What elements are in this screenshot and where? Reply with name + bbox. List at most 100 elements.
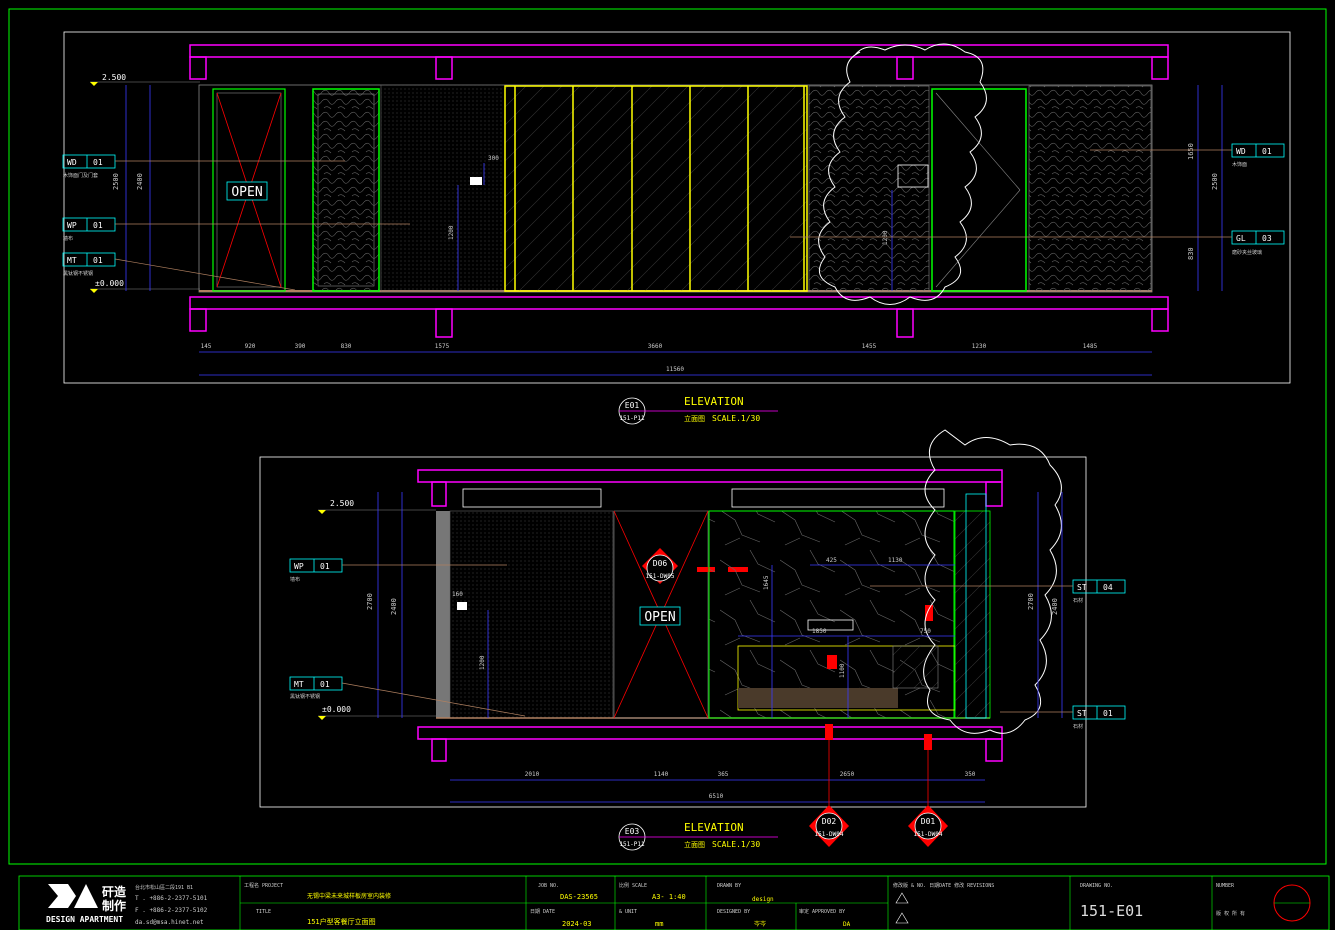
svg-text:墙布: 墙布 (290, 576, 300, 583)
e01-door-open (212, 88, 286, 292)
e01-dim-0: 145 (201, 343, 212, 350)
e03-detail-tag-d01: D01 151-DW04 (908, 734, 948, 847)
elevation-e01: OPEN 2.500 ±0.000 2500 2400 (62, 31, 1291, 425)
e01-callout-mt01: MT 01 黑钛钢不锈钢 (62, 252, 296, 291)
e03-door-open (613, 510, 709, 719)
svg-text:151-DW05: 151-DW05 (646, 573, 675, 580)
svg-text:01: 01 (93, 158, 103, 167)
e01-tag-id: E01 (625, 401, 640, 410)
e01-left-dim-0: 2500 (112, 173, 120, 190)
e03-subtitle: 立面图 (684, 840, 705, 849)
tb-unit-value: mm (655, 920, 663, 928)
tb-project-label: 工程名 PROJECT (244, 882, 283, 889)
svg-text:MT: MT (67, 256, 77, 265)
tb-unit-label: & UNIT (619, 909, 637, 915)
tb-scale-value: A3- 1:40 (652, 893, 686, 901)
svg-text:磨砂夹丝玻璃: 磨砂夹丝玻璃 (1232, 249, 1262, 256)
svg-text:WD: WD (1236, 147, 1246, 156)
tb-title-label: TITLE (256, 909, 271, 915)
e03-dim-3: 2650 (840, 771, 855, 778)
e03-detail-tag-d02: D02 151-DW04 (809, 724, 849, 847)
e01-dim-8: 1485 (1083, 343, 1098, 350)
tb-scale-label: 比例 SCALE (619, 882, 647, 889)
e03-callout-wp01: WP 01 墙布 (289, 558, 507, 583)
tb-job-label: JOB NO. (538, 883, 559, 889)
sheet-frame (8, 8, 1327, 865)
svg-text:墙布: 墙布 (63, 235, 73, 242)
svg-text:D02: D02 (822, 817, 837, 826)
e01-scale: SCALE.1/30 (712, 414, 760, 423)
svg-text:DESIGN APARTMENT: DESIGN APARTMENT (46, 915, 123, 924)
e03-note-4: 1850 (812, 628, 827, 635)
svg-text:01: 01 (93, 256, 103, 265)
tb-tel: T . +886-2-2377-5101 (135, 895, 208, 902)
e03-revision-cloud (923, 429, 1062, 734)
svg-text:黑钛钢不锈钢: 黑钛钢不锈钢 (63, 270, 93, 277)
e03-note-1: 1200 (479, 655, 486, 670)
tb-job-value: DAS-23565 (560, 893, 598, 901)
e03-note-2: 425 (826, 557, 837, 564)
svg-text:ST: ST (1077, 709, 1087, 718)
e03-level-top: 2.500 (330, 499, 354, 508)
e01-dim-4: 1575 (435, 343, 450, 350)
e01-title-tag: E01 151-P11 ELEVATION 立面图 SCALE.1/30 (618, 395, 778, 425)
e03-dim-4: 350 (965, 771, 976, 778)
e01-glass-doors (504, 85, 808, 292)
svg-text:01: 01 (1103, 709, 1113, 718)
e03-dim-2: 365 (718, 771, 729, 778)
e03-right-dim-0: 2700 (1027, 593, 1035, 610)
tb-number-label: NUMBER (1216, 883, 1235, 889)
e01-callout-wd01-right: WD 01 木饰面 (1090, 143, 1285, 168)
tb-drawing-no-label: DRAWING NO. (1080, 883, 1113, 889)
tb-title-value: 151户型客餐厅立面图 (307, 917, 376, 926)
e03-right-dim-1: 2400 (1051, 598, 1059, 615)
tb-drawing-no-value: 151-E01 (1080, 902, 1143, 920)
title-block: 矸造 制作 DESIGN APARTMENT 台北市松山區二段191 B1 T … (18, 875, 1330, 930)
svg-text:04: 04 (1103, 583, 1113, 592)
e01-dim-5: 3660 (648, 343, 663, 350)
e01-note-1: 1200 (448, 225, 455, 240)
e01-dim-6: 1455 (862, 343, 877, 350)
e01-level-top: 2.500 (102, 73, 126, 82)
e01-level-floor: ±0.000 (95, 279, 124, 288)
e03-note-7: 1100 (839, 663, 846, 678)
e01-dim-total: 11560 (666, 366, 684, 373)
tb-drawn-label: DRAWN BY (717, 883, 741, 889)
svg-text:D01: D01 (921, 817, 936, 826)
e01-dim-3: 830 (341, 343, 352, 350)
e01-dim-7: 1230 (972, 343, 987, 350)
e01-dim-2: 390 (295, 343, 306, 350)
tb-number-note: 版 权 所 有 (1216, 910, 1245, 917)
e03-note-3: 1130 (888, 557, 903, 564)
e03-open-label: OPEN (644, 610, 675, 625)
e01-callout-gl03: GL 03 磨砂夹丝玻璃 (790, 230, 1285, 256)
svg-text:ST: ST (1077, 583, 1087, 592)
e03-level-floor: ±0.000 (322, 705, 351, 714)
e01-open-label: OPEN (231, 185, 262, 200)
svg-text:石材: 石材 (1073, 597, 1083, 604)
e01-left-dim-1: 2400 (136, 173, 144, 190)
e03-callout-mt01: MT 01 黑钛钢不锈钢 (289, 676, 526, 717)
e01-callout-wd01-left: WD 01 木饰面门及门套 (62, 154, 345, 179)
tb-approved-value: DA (843, 921, 851, 928)
e03-dim-total: 6510 (709, 793, 724, 800)
e01-right-dim-0: 1650 (1187, 143, 1195, 160)
e01-viewport-frame (63, 31, 1291, 384)
e01-note-0: 300 (488, 155, 499, 162)
e01-title: ELEVATION (684, 395, 744, 408)
svg-text:MT: MT (294, 680, 304, 689)
e03-note-0: 160 (452, 591, 463, 598)
e03-dim-0: 2010 (525, 771, 540, 778)
da-logo: 矸造 制作 DESIGN APARTMENT (46, 884, 127, 924)
e01-revision-cloud (818, 43, 987, 305)
e03-title: ELEVATION (684, 821, 744, 834)
svg-text:01: 01 (320, 562, 330, 571)
svg-text:WD: WD (67, 158, 77, 167)
svg-text:03: 03 (1262, 234, 1272, 243)
e03-tag-ref: 151-P11 (619, 841, 645, 848)
e03-left-dim-1: 2400 (390, 598, 398, 615)
e01-note-2: 1200 (882, 230, 889, 245)
tb-fax: F . +886-2-2377-5102 (135, 907, 208, 914)
e03-callout-st04: ST 04 石材 (870, 579, 1126, 604)
e03-note-5: 750 (920, 628, 931, 635)
